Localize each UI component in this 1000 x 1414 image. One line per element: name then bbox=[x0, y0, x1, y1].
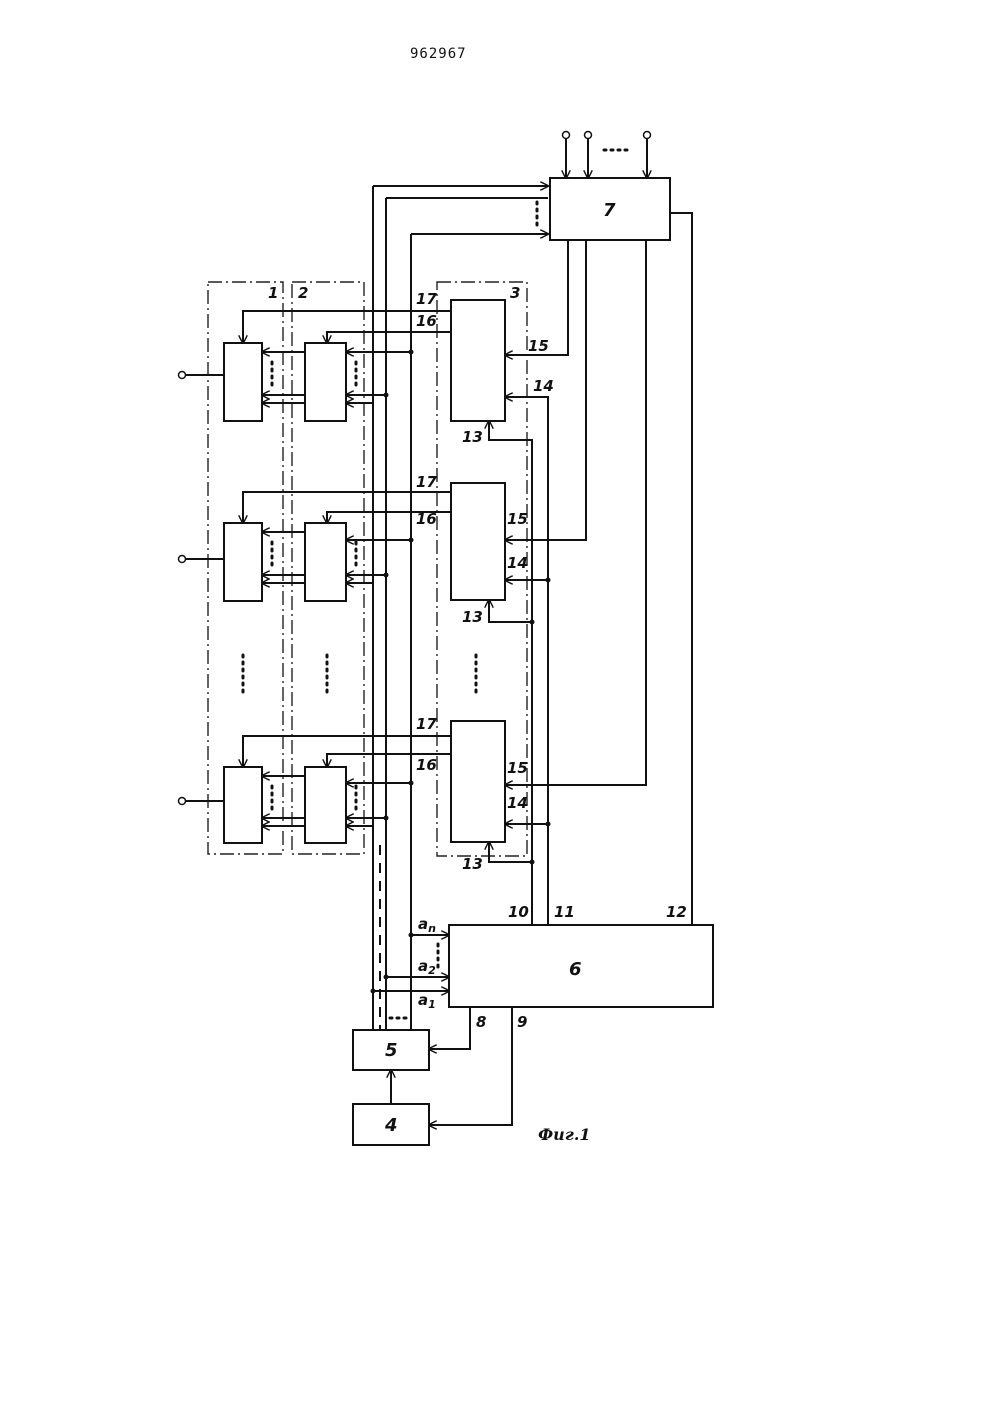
group1-cell bbox=[224, 767, 262, 843]
label-block-2: 2 bbox=[298, 284, 308, 302]
label-17-rown: 17 bbox=[416, 715, 437, 733]
label-block-3: 3 bbox=[510, 284, 520, 302]
input-terminal bbox=[179, 372, 186, 379]
label-8: 8 bbox=[476, 1013, 486, 1031]
group2-cell bbox=[305, 523, 346, 601]
block-7-label: 7 bbox=[603, 200, 616, 221]
channel-row-n bbox=[179, 767, 357, 843]
label-13-row1: 13 bbox=[462, 428, 483, 446]
input-terminal bbox=[179, 798, 186, 805]
channel-row-2 bbox=[179, 523, 357, 601]
label-17-row2: 17 bbox=[416, 473, 437, 491]
label-15-rown: 15 bbox=[507, 759, 528, 777]
group1-cell bbox=[224, 343, 262, 421]
block-4-label: 4 bbox=[384, 1115, 398, 1136]
label-16-row2: 16 bbox=[416, 510, 437, 528]
label-14-rown: 14 bbox=[507, 794, 528, 812]
label-an: an bbox=[418, 915, 436, 935]
group3-cell-1 bbox=[451, 300, 505, 421]
label-a2: a2 bbox=[418, 957, 436, 977]
block-6-label: 6 bbox=[569, 959, 582, 980]
label-a1: a1 bbox=[418, 991, 436, 1011]
channel-row-1 bbox=[179, 343, 357, 421]
label-14-row2: 14 bbox=[507, 554, 528, 572]
patent-number: 962967 bbox=[410, 46, 467, 62]
label-10: 10 bbox=[508, 903, 529, 921]
group2-cell bbox=[305, 767, 346, 843]
input-terminal bbox=[179, 556, 186, 563]
group3-cell-2 bbox=[451, 483, 505, 600]
label-12: 12 bbox=[666, 903, 687, 921]
label-16-rown: 16 bbox=[416, 756, 437, 774]
label-13-row2: 13 bbox=[462, 608, 483, 626]
group3-cell-n bbox=[451, 721, 505, 842]
group2-cell bbox=[305, 343, 346, 421]
label-block-1: 1 bbox=[268, 284, 278, 302]
label-13-rown: 13 bbox=[462, 855, 483, 873]
label-14-row1: 14 bbox=[533, 377, 554, 395]
label-15-row2: 15 bbox=[507, 510, 528, 528]
group1-cell bbox=[224, 523, 262, 601]
label-15-row1: 15 bbox=[528, 337, 549, 355]
label-9: 9 bbox=[517, 1013, 527, 1031]
block-5-label: 5 bbox=[385, 1040, 398, 1061]
figure-caption: Фиг.1 bbox=[538, 1125, 591, 1144]
label-16-row1: 16 bbox=[416, 312, 437, 330]
label-17-row1: 17 bbox=[416, 290, 437, 308]
label-11: 11 bbox=[554, 903, 575, 921]
